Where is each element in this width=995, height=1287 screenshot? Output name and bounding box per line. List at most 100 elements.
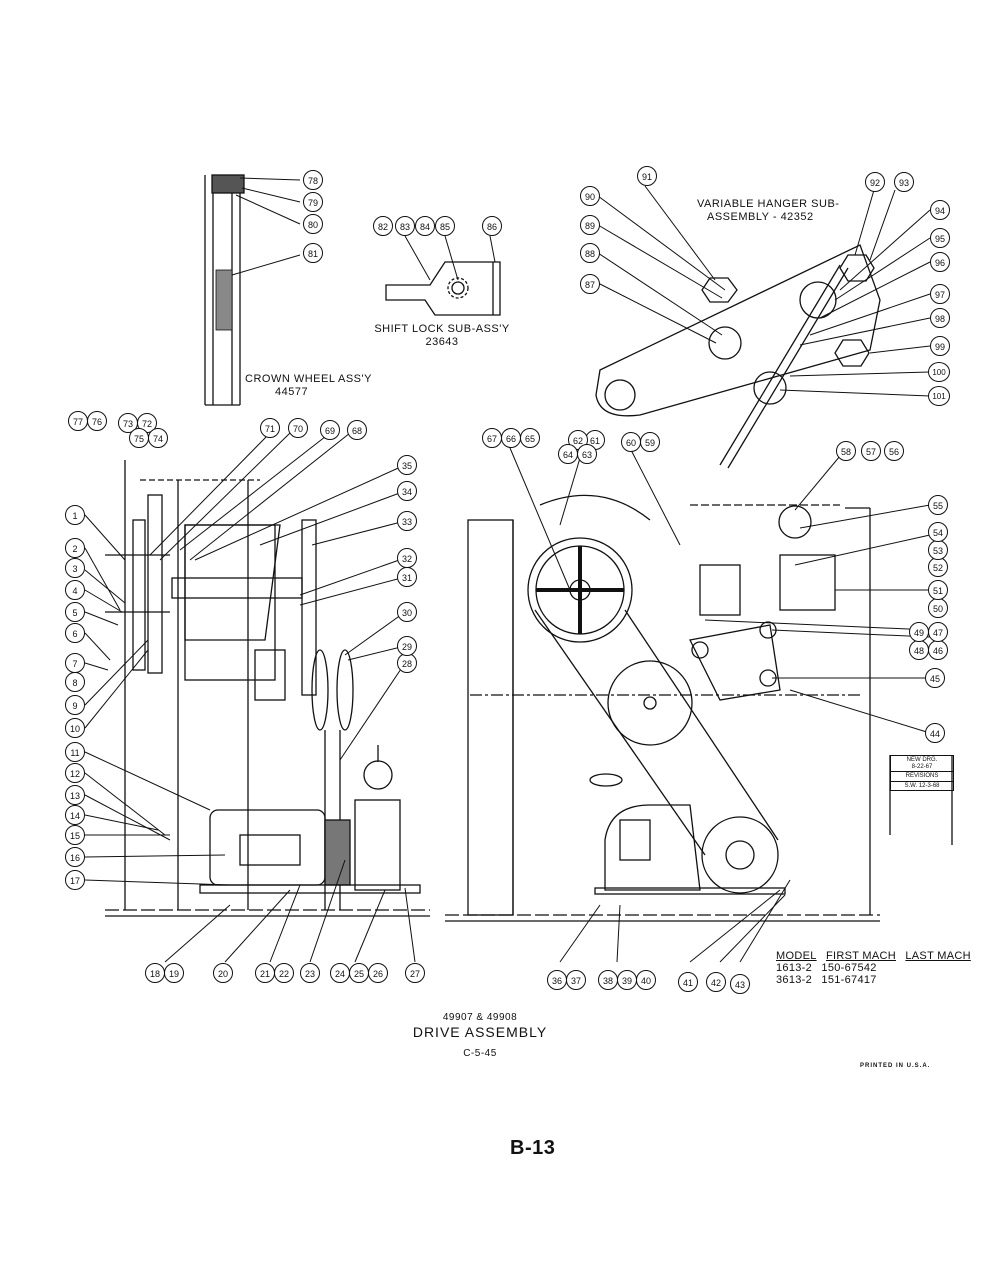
part-balloon: 35: [397, 455, 417, 475]
left-elevation-drawing: [105, 460, 430, 917]
part-balloon: 30: [397, 602, 417, 622]
printed-in-usa: PRINTED IN U.S.A.: [860, 1063, 931, 1069]
revision-text: 8-22-67: [911, 763, 933, 770]
part-balloon: 70: [288, 418, 308, 438]
crown-wheel-drawing: [204, 174, 245, 406]
part-balloon: 53: [928, 540, 948, 560]
part-balloon: 59: [640, 432, 660, 452]
revision-row: REVISIONS: [891, 772, 953, 782]
revision-text: NEW DRG.: [906, 757, 938, 763]
part-balloon: 84: [415, 216, 435, 236]
shift-lock-label: SHIFT LOCK SUB-ASS'Y 23643: [372, 323, 512, 348]
part-balloon: 13: [65, 785, 85, 805]
model-table-header-cell: MODEL: [776, 950, 817, 962]
model-table-header-cell: FIRST MACH: [825, 950, 897, 962]
part-balloon: 26: [368, 963, 388, 983]
revision-row: NEW DRG. 8-22-67: [891, 756, 953, 773]
part-balloon: 46: [928, 640, 948, 660]
part-balloon: 100: [928, 362, 950, 382]
part-balloon: 19: [164, 963, 184, 983]
part-balloon: 22: [274, 963, 294, 983]
part-balloon: 6: [65, 623, 85, 643]
part-balloon: 10: [65, 718, 85, 738]
model-table-cell: 1613-2: [776, 962, 813, 974]
part-balloon: 23: [300, 963, 320, 983]
crown-wheel-name: CROWN WHEEL ASS'Y: [245, 373, 372, 385]
part-balloon: 88: [580, 243, 600, 263]
part-balloon: 42: [706, 972, 726, 992]
part-balloon: 4: [65, 580, 85, 600]
part-balloon: 80: [303, 214, 323, 234]
model-table-row: 3613-2 151-67417: [776, 974, 977, 986]
part-balloon: 45: [925, 668, 945, 688]
part-balloon: 67: [482, 428, 502, 448]
part-balloon: 17: [65, 870, 85, 890]
part-balloon: 90: [580, 186, 600, 206]
part-balloon: 77: [68, 411, 88, 431]
model-table-cell: 3613-2: [776, 974, 813, 986]
part-balloon: 44: [925, 723, 945, 743]
part-balloon: 7: [65, 653, 85, 673]
part-balloon: 43: [730, 974, 750, 994]
part-balloon: 3: [65, 558, 85, 578]
part-balloon: 9: [65, 695, 85, 715]
part-balloon: 68: [347, 420, 367, 440]
part-balloon: 49: [909, 622, 929, 642]
part-balloon: 79: [303, 192, 323, 212]
part-balloon: 2: [65, 538, 85, 558]
shift-lock-number: 23643: [425, 335, 459, 348]
drawing-title: DRIVE ASSEMBLY: [412, 1023, 548, 1040]
variable-hanger-number: ASSEMBLY - 42352: [707, 210, 814, 223]
part-balloon: 36: [547, 970, 567, 990]
part-balloon: 74: [148, 428, 168, 448]
part-balloon: 56: [884, 441, 904, 461]
part-balloon: 87: [580, 274, 600, 294]
part-balloon: 54: [928, 522, 948, 542]
part-balloon: 50: [928, 598, 948, 618]
part-balloon: 11: [65, 742, 85, 762]
model-table-cell: 151-67417: [821, 974, 877, 986]
part-balloon: 76: [87, 411, 107, 431]
part-balloon: 101: [928, 386, 950, 406]
shift-lock-name: SHIFT LOCK SUB-ASS'Y: [374, 323, 510, 335]
part-balloon: 39: [617, 970, 637, 990]
drawing-code: C-5-45: [463, 1047, 497, 1059]
model-table-header-cell: LAST MACH: [905, 950, 971, 962]
part-balloon: 92: [865, 172, 885, 192]
variable-hanger-name: VARIABLE HANGER SUB-: [697, 198, 840, 210]
part-balloon: 93: [894, 172, 914, 192]
part-balloon: 60: [621, 432, 641, 452]
part-balloon: 66: [501, 428, 521, 448]
part-balloon: 99: [930, 336, 950, 356]
part-balloon: 57: [861, 441, 881, 461]
part-balloon: 18: [145, 963, 165, 983]
part-balloon: 65: [520, 428, 540, 448]
part-balloon: 95: [930, 228, 950, 248]
page-number: B-13: [510, 1137, 556, 1159]
part-balloon: 81: [303, 243, 323, 263]
model-table-cell: 150-67542: [821, 962, 877, 974]
revisions-box: NEW DRG. 8-22-67 REVISIONS S.W. 12-3-68: [890, 755, 954, 792]
part-balloon: 89: [580, 215, 600, 235]
part-balloon: 5: [65, 602, 85, 622]
part-balloon: 73: [118, 413, 138, 433]
part-balloon: 64: [558, 444, 578, 464]
part-balloon: 20: [213, 963, 233, 983]
model-table-row: 1613-2 150-67542: [776, 962, 977, 974]
part-balloon: 33: [397, 511, 417, 531]
part-balloon: 75: [129, 428, 149, 448]
part-balloon: 1: [65, 505, 85, 525]
leader-lines: [84, 177, 931, 963]
drawing-numbers: 49907 & 49908: [442, 1012, 518, 1023]
right-elevation-drawing: [445, 494, 953, 922]
part-balloon: 97: [930, 284, 950, 304]
crown-wheel-number: 44577: [275, 385, 309, 398]
part-balloon: 91: [637, 166, 657, 186]
part-balloon: 41: [678, 972, 698, 992]
variable-hanger-label: VARIABLE HANGER SUB- ASSEMBLY - 42352: [697, 198, 839, 223]
crown-wheel-label: CROWN WHEEL ASS'Y 44577: [245, 373, 372, 398]
model-table-header: MODEL FIRST MACH LAST MACH: [776, 950, 977, 962]
part-balloon: 25: [349, 963, 369, 983]
part-balloon: 34: [397, 481, 417, 501]
